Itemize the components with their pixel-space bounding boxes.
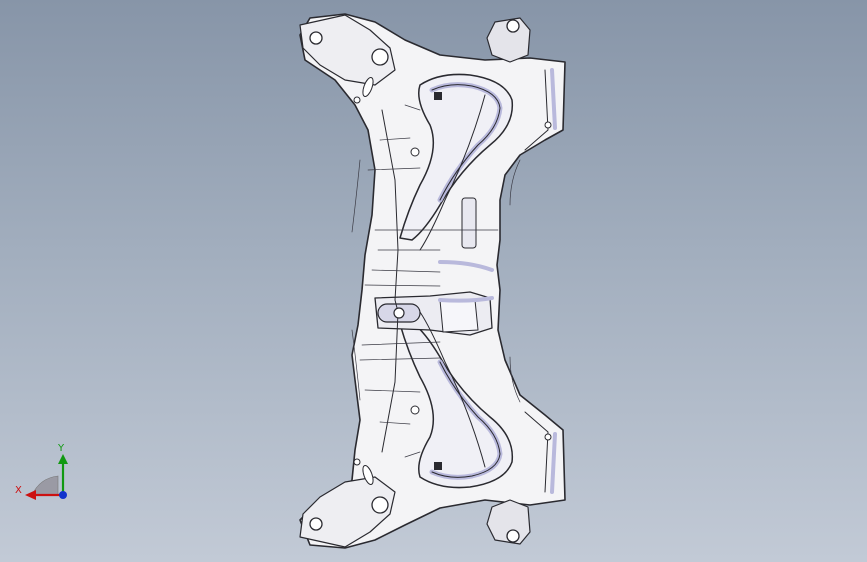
- left-rail: [381, 109, 399, 453]
- axis-triad: [25, 454, 68, 500]
- lower-right-bushing: [486, 499, 531, 545]
- right-rail-accent: [550, 68, 557, 494]
- y-axis-arrow: [58, 454, 68, 464]
- x-axis-arrow: [25, 490, 36, 500]
- oval-slot-lower: [362, 465, 374, 485]
- subframe-outline: [299, 13, 566, 549]
- bushing-hole-lower: [506, 529, 520, 543]
- small-hole-6: [410, 147, 420, 157]
- center-slot-hole: [393, 307, 405, 319]
- diagonal-rib-upper: [419, 94, 486, 251]
- lower-left-mount: [299, 476, 396, 548]
- x-axis-label: X: [15, 485, 22, 496]
- z-axis-dot: [59, 491, 67, 499]
- square-hole-upper: [434, 92, 442, 100]
- mount-hole-upper-left: [309, 31, 323, 45]
- mount-hole-upper-mid: [371, 48, 389, 66]
- upper-right-bushing: [486, 17, 531, 63]
- upper-channel-edge: [431, 84, 501, 201]
- square-hole-lower: [434, 462, 442, 470]
- small-hole-3: [544, 121, 552, 129]
- surface-detail-lines: [359, 104, 499, 458]
- lower-channel-edge: [431, 361, 501, 478]
- mount-hole-lower-left: [309, 517, 323, 531]
- oval-slot-upper: [362, 77, 374, 97]
- lower-reinforcement-loop: [399, 321, 514, 489]
- mount-hole-lower-mid: [371, 496, 389, 514]
- upper-reinforcement-loop: [399, 73, 514, 241]
- surface-detail-curves: [351, 159, 521, 403]
- small-hole-1: [353, 96, 361, 104]
- upper-left-mount: [299, 14, 396, 86]
- rect-slot-upper: [461, 197, 477, 249]
- center-bracket: [439, 299, 479, 333]
- small-hole-4: [544, 433, 552, 441]
- small-hole-2: [353, 458, 361, 466]
- small-hole-5: [410, 405, 420, 415]
- diagonal-rib-lower: [419, 311, 486, 468]
- right-rail: [524, 69, 549, 493]
- mid-band: [438, 260, 494, 303]
- y-axis-label: Y: [58, 443, 65, 454]
- bushing-hole-upper: [506, 19, 520, 33]
